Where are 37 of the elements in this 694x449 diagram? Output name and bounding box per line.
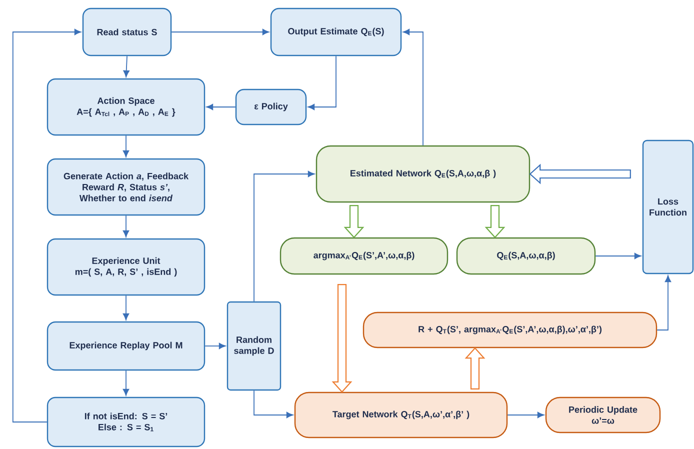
process-box: Periodic Update ω’=ω	[545, 396, 661, 434]
block-arrow	[529, 164, 631, 184]
block-arrow	[464, 347, 486, 390]
arrow	[12, 28, 82, 422]
sample-box: Random sample D	[226, 301, 282, 391]
process-box: If not isEnd: S = S’ Else : S = S$_{1}$	[46, 396, 206, 448]
arrow	[254, 170, 315, 302]
block-arrow	[332, 284, 352, 393]
process-box: Experience Replay Pool M	[46, 321, 206, 371]
process-box: Q$_{E}$(S,A,ω,α,β)	[456, 237, 596, 275]
process-box: Output Estimate Q$_{E}$(S)	[270, 8, 402, 56]
arrow	[308, 56, 336, 110]
process-box: Read status S	[82, 8, 172, 56]
process-box: ε Policy	[235, 88, 307, 126]
arrow	[122, 370, 130, 396]
arrow	[204, 342, 226, 350]
network-box: Estimated Network Q$_{E}$(S,A,ω,α,β )	[316, 145, 530, 203]
process-box: Generate Action a, Feedback Reward R, Status s’, Whether to end isend	[46, 158, 206, 216]
arrow	[206, 104, 236, 110]
loss-box: Loss Function	[642, 140, 694, 274]
arrow	[122, 135, 130, 158]
arrow	[123, 56, 130, 78]
network-box: Target Network Q$_{T}$(S,A,ω’,α’,β’ )	[294, 392, 508, 438]
process-box: R + Q$_{T}$(S’, argmax$_{A’}$Q$_{E}$(S’,A’,ω,α,β),ω’,α’,β’)	[362, 312, 658, 348]
process-box: Action Space A={ A$_{Tcl}$ , A$_{P}$ , A$_{D}$ , A$_{E}$ }	[46, 78, 206, 136]
arrow	[656, 275, 672, 330]
arrow	[507, 412, 544, 418]
arrow	[122, 295, 130, 320]
block-arrow	[344, 205, 364, 238]
arrow	[254, 390, 294, 418]
arrow	[595, 252, 642, 260]
arrow	[402, 28, 424, 146]
arrow	[171, 28, 270, 36]
arrow	[122, 215, 130, 238]
block-arrow	[484, 205, 506, 238]
process-box: argmax$_{A’}$Q$_{E}$(S’,A’,ω,α,β)	[280, 237, 448, 275]
process-box: Experience Unit m=( S, A, R, S’ , isEnd )	[46, 238, 206, 296]
